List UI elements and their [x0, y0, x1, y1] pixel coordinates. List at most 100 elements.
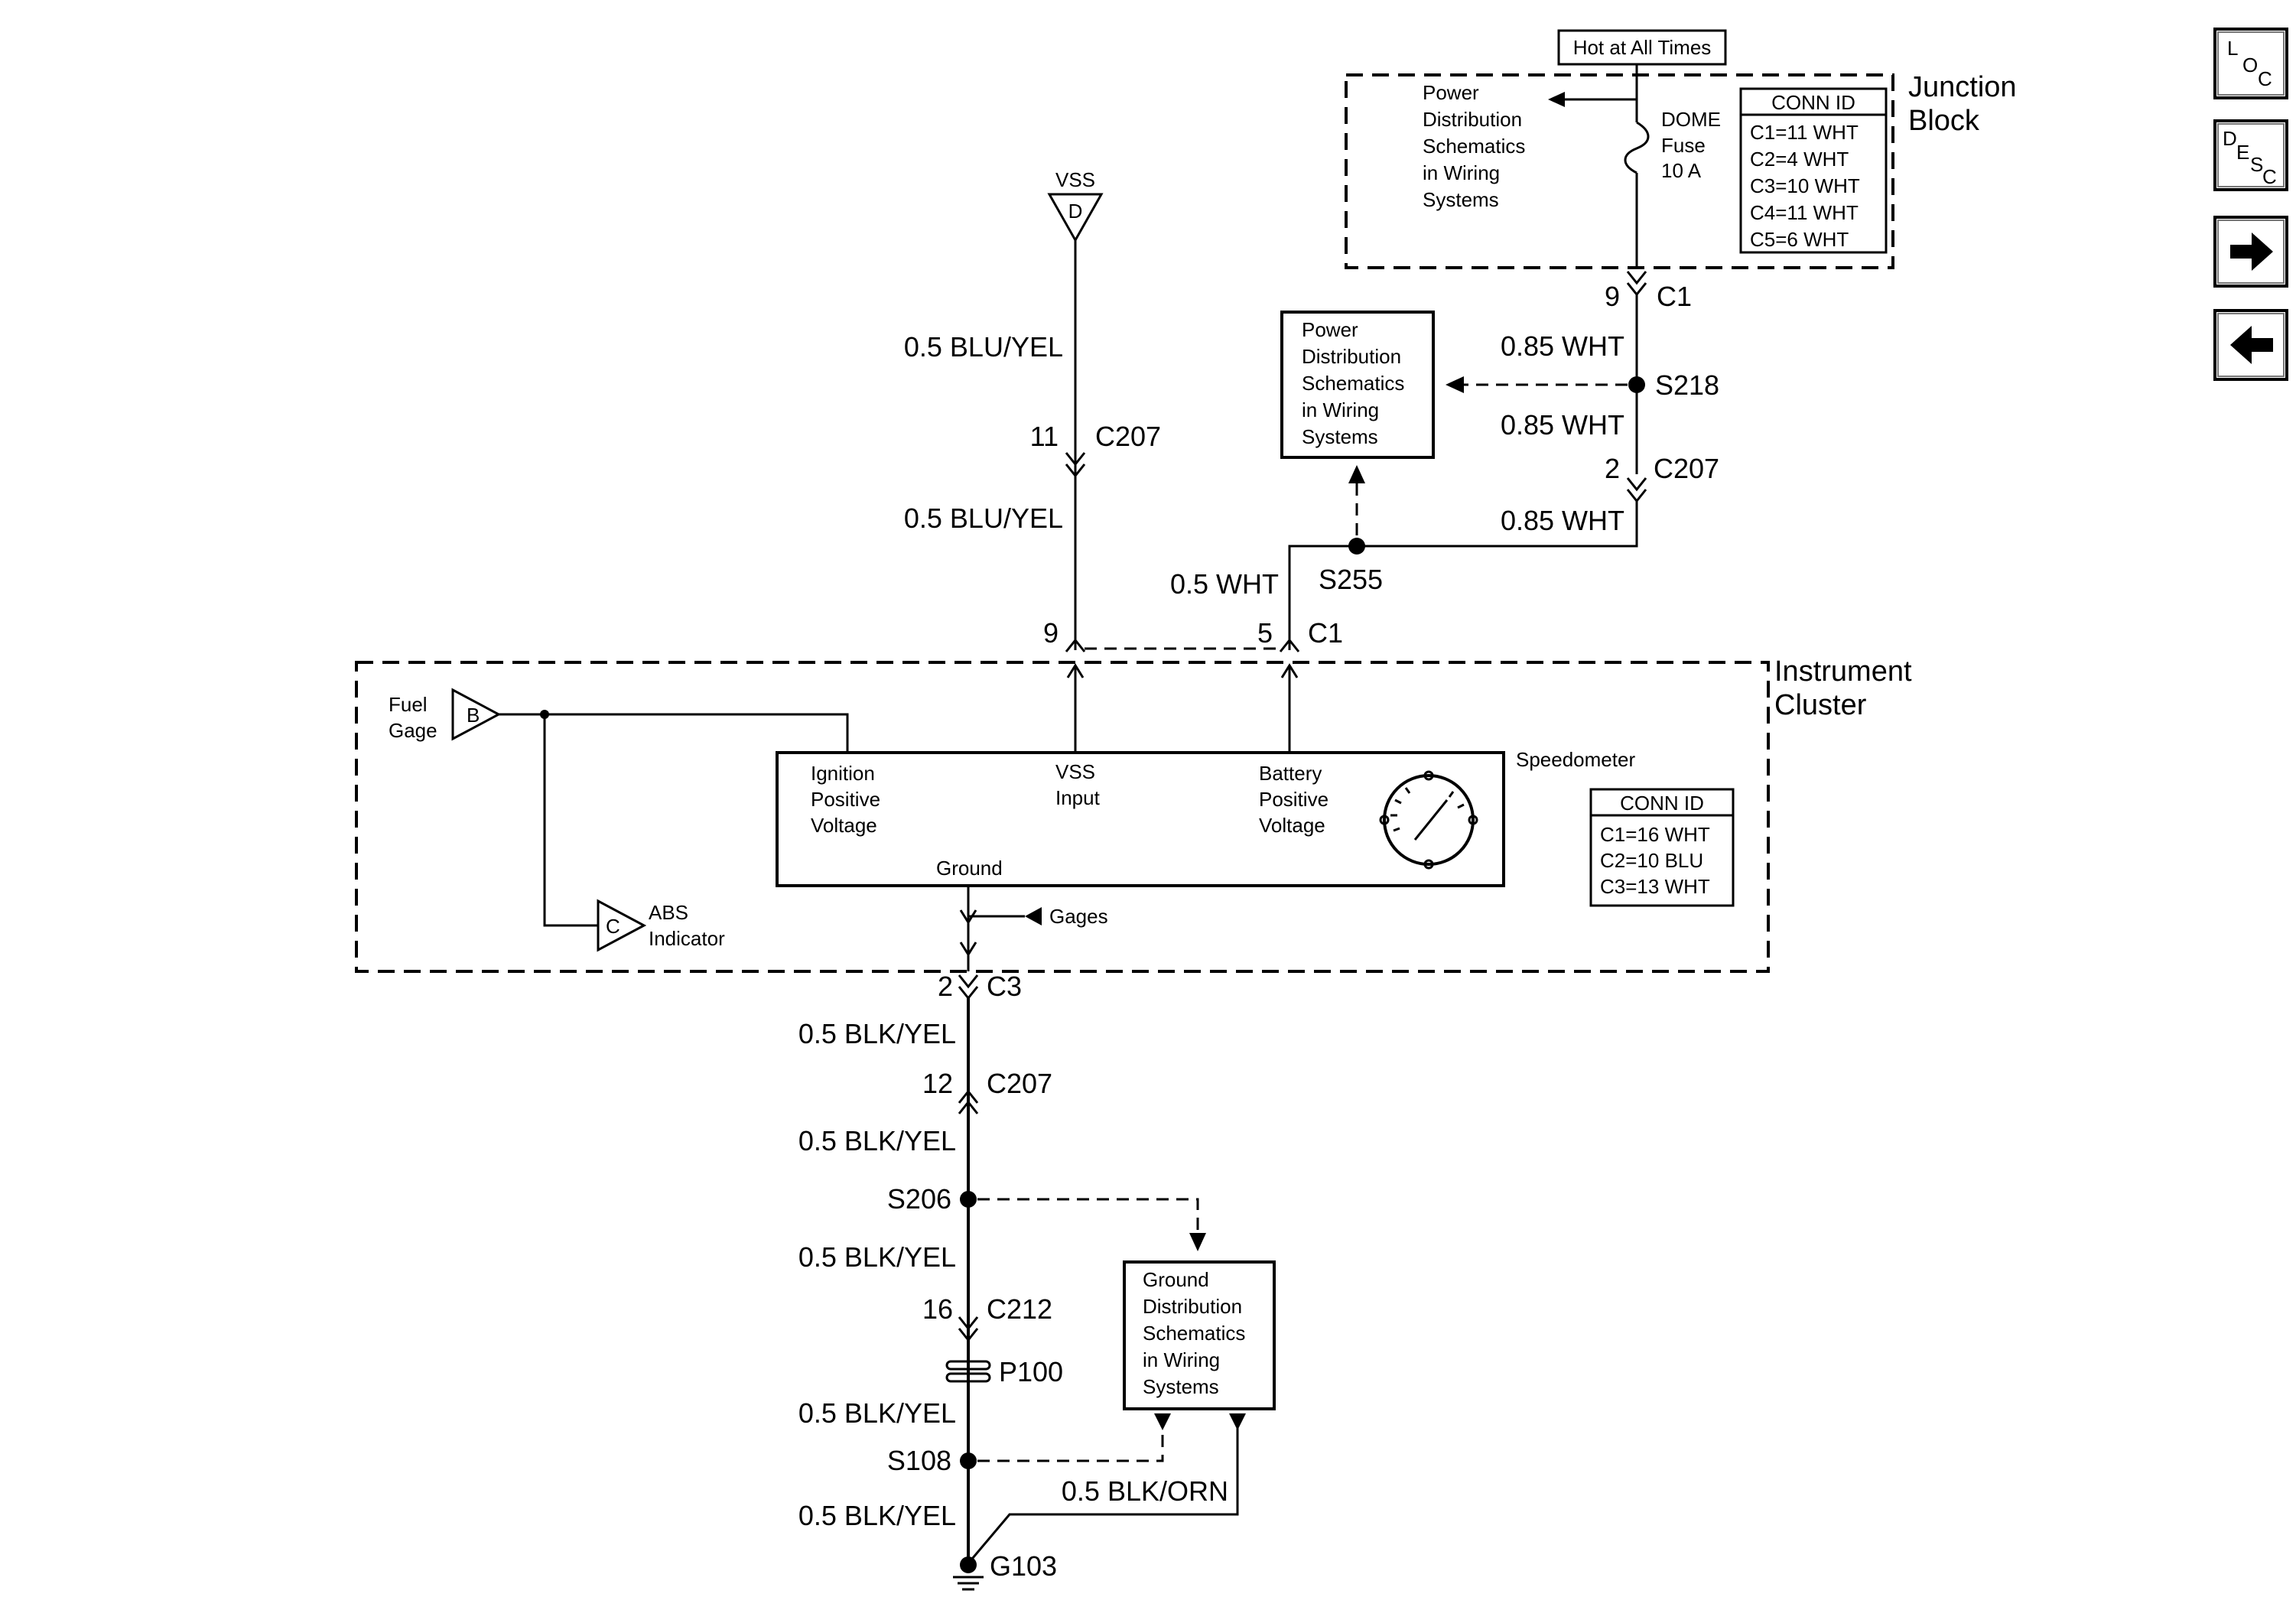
- blk-yel-wire-label-4: 0.5 BLK/YEL: [798, 1397, 956, 1429]
- next-page-button[interactable]: [2213, 216, 2288, 288]
- speedometer-box: [776, 751, 1505, 887]
- dome-fuse-icon: [1624, 121, 1650, 174]
- cluster-ground-arrow-icon-2: [959, 942, 977, 957]
- c207-vss-connector-icon: [1065, 452, 1086, 467]
- ground-ref-box-text: Ground Distribution Schematics in Wiring…: [1143, 1268, 1251, 1398]
- wht-to-cluster-wire: [1288, 501, 1638, 650]
- power-ref-box-text: Power Distribution Schematics in Wiring …: [1302, 318, 1410, 448]
- c207-gnd-pin: 12: [922, 1068, 953, 1099]
- c207-gnd-connector-icon: [958, 1089, 979, 1104]
- ic-conn-id-box: [1589, 788, 1735, 907]
- svg-text:O: O: [2242, 54, 2258, 76]
- blk-yel-wire-label-3: 0.5 BLK/YEL: [798, 1241, 956, 1273]
- s108-label: S108: [887, 1445, 951, 1476]
- wht-wire-label-mid: 0.85 WHT: [1501, 409, 1624, 441]
- s206-branch: [977, 1198, 1199, 1236]
- c3-pin: 2: [938, 971, 953, 1002]
- s206-arrow-icon: [1189, 1233, 1206, 1251]
- blk-yel-wire-label-2: 0.5 BLK/YEL: [798, 1125, 956, 1156]
- instrument-cluster-label-2: Cluster: [1774, 689, 1867, 721]
- s218-splice: [1628, 376, 1645, 393]
- desc-button[interactable]: D E S C: [2213, 119, 2288, 191]
- s218-arrow-icon: [1446, 376, 1464, 393]
- wht-wire-label-lower: 0.85 WHT: [1501, 505, 1624, 536]
- svg-text:S: S: [2250, 153, 2263, 176]
- junction-block-label: Junction: [1908, 71, 2017, 103]
- s255-arrow-icon: [1348, 465, 1365, 483]
- svg-text:E: E: [2236, 141, 2249, 164]
- fuel-gage-icon: [451, 688, 502, 741]
- c212-pin: 16: [922, 1293, 953, 1325]
- gages-label: Gages: [1049, 905, 1108, 928]
- c212-name: C212: [987, 1293, 1052, 1325]
- jb-conn-id-header: CONN ID: [1771, 91, 1855, 114]
- blu-yel-wire-label-lower: 0.5 BLU/YEL: [904, 503, 1063, 534]
- ground-distribution-ref-box[interactable]: [1123, 1260, 1276, 1410]
- ignition-voltage-label: Ignition Positive Voltage: [811, 762, 886, 837]
- junction-block-outline: [1345, 73, 1894, 269]
- ic-c1-vss-connector-icon: [1065, 638, 1086, 652]
- vss-input-arrow-icon: [1066, 663, 1085, 678]
- next-arrow-icon: [2230, 233, 2273, 271]
- blk-orn-wire-label: 0.5 BLK/ORN: [1062, 1475, 1228, 1507]
- jb-power-arrow-icon: [1548, 92, 1565, 107]
- loc-button[interactable]: L O C: [2213, 28, 2288, 99]
- abs-indicator-letter: C: [606, 915, 620, 938]
- s206-splice: [960, 1191, 977, 1208]
- ic-c1-name: C1: [1308, 617, 1343, 649]
- instrument-cluster-outline: [355, 661, 1770, 973]
- abs-indicator-label: ABS Indicator: [649, 901, 725, 950]
- c207-wht-name: C207: [1654, 453, 1719, 484]
- vss-source-label: VSS: [1055, 168, 1095, 191]
- ground-symbol-icon: [953, 1576, 984, 1591]
- vss-source-letter: D: [1068, 200, 1083, 223]
- c207-vss-pin: 11: [1030, 421, 1059, 452]
- vss-input-label: VSS Input: [1055, 760, 1101, 809]
- speedometer-label: Speedometer: [1516, 748, 1635, 771]
- s108-branch: [977, 1424, 1164, 1462]
- battery-arrow-icon: [1280, 663, 1299, 678]
- c212-connector-icon: [958, 1316, 979, 1331]
- g103-splice: [960, 1556, 977, 1573]
- ic-conn-id-rows: C1=16 WHT C2=10 BLU C3=13 WHT: [1600, 823, 1715, 898]
- speedometer-gauge-icon: [1379, 770, 1478, 870]
- vss-source-icon: [1047, 193, 1104, 243]
- wht-wire-label-upper: 0.85 WHT: [1501, 330, 1624, 362]
- jb-power-ref-text: Power Distribution Schematics in Wiring …: [1423, 81, 1531, 211]
- c1-jb-pin: 9: [1605, 281, 1620, 312]
- dome-fuse-label: DOME Fuse 10 A: [1661, 108, 1726, 182]
- hot-at-all-times-box: [1557, 29, 1727, 66]
- fuel-gage-wire: [499, 713, 849, 753]
- blk-orn-wire: [967, 1424, 1239, 1564]
- c212-connector-icon-2: [958, 1328, 979, 1342]
- c3-connector-icon: [958, 974, 979, 989]
- jb-conn-id-rows: C1=11 WHT C2=4 WHT C3=10 WHT C4=11 WHT C…: [1750, 121, 1865, 251]
- abs-indicator-wire: [543, 714, 598, 927]
- instrument-cluster-label: Instrument: [1774, 655, 1912, 688]
- c207-gnd-connector-icon-2: [958, 1100, 979, 1114]
- blk-yel-wire-label-1: 0.5 BLK/YEL: [798, 1018, 956, 1049]
- c207-vss-connector-icon-2: [1065, 463, 1086, 478]
- ground-label: Ground: [936, 857, 1003, 880]
- battery-voltage-label: Battery Positive Voltage: [1259, 762, 1334, 837]
- svg-text:C: C: [2258, 67, 2272, 90]
- s108-arrow-icon: [1154, 1413, 1171, 1430]
- power-distribution-ref-box[interactable]: [1280, 311, 1435, 459]
- fuel-gage-letter: B: [467, 704, 480, 727]
- wht-small-wire-label: 0.5 WHT: [1170, 568, 1279, 600]
- abs-indicator-icon: [597, 899, 647, 952]
- svg-text:L: L: [2227, 37, 2238, 60]
- c3-name: C3: [987, 971, 1022, 1002]
- c207-wht-pin: 2: [1605, 453, 1620, 484]
- cluster-ground-arrow-icon: [959, 909, 977, 925]
- c1-jb-name: C1: [1657, 281, 1692, 312]
- prev-page-button[interactable]: [2213, 309, 2288, 381]
- ic-vss-pin: 9: [1043, 617, 1059, 649]
- c1-jb-connector-icon: [1626, 271, 1647, 285]
- c207-wht-connector-icon: [1626, 477, 1647, 492]
- blu-yel-wire-label-upper: 0.5 BLU/YEL: [904, 331, 1063, 363]
- p100-label: P100: [999, 1356, 1063, 1387]
- s218-label: S218: [1655, 369, 1719, 401]
- ic-conn-id-header: CONN ID: [1620, 792, 1704, 815]
